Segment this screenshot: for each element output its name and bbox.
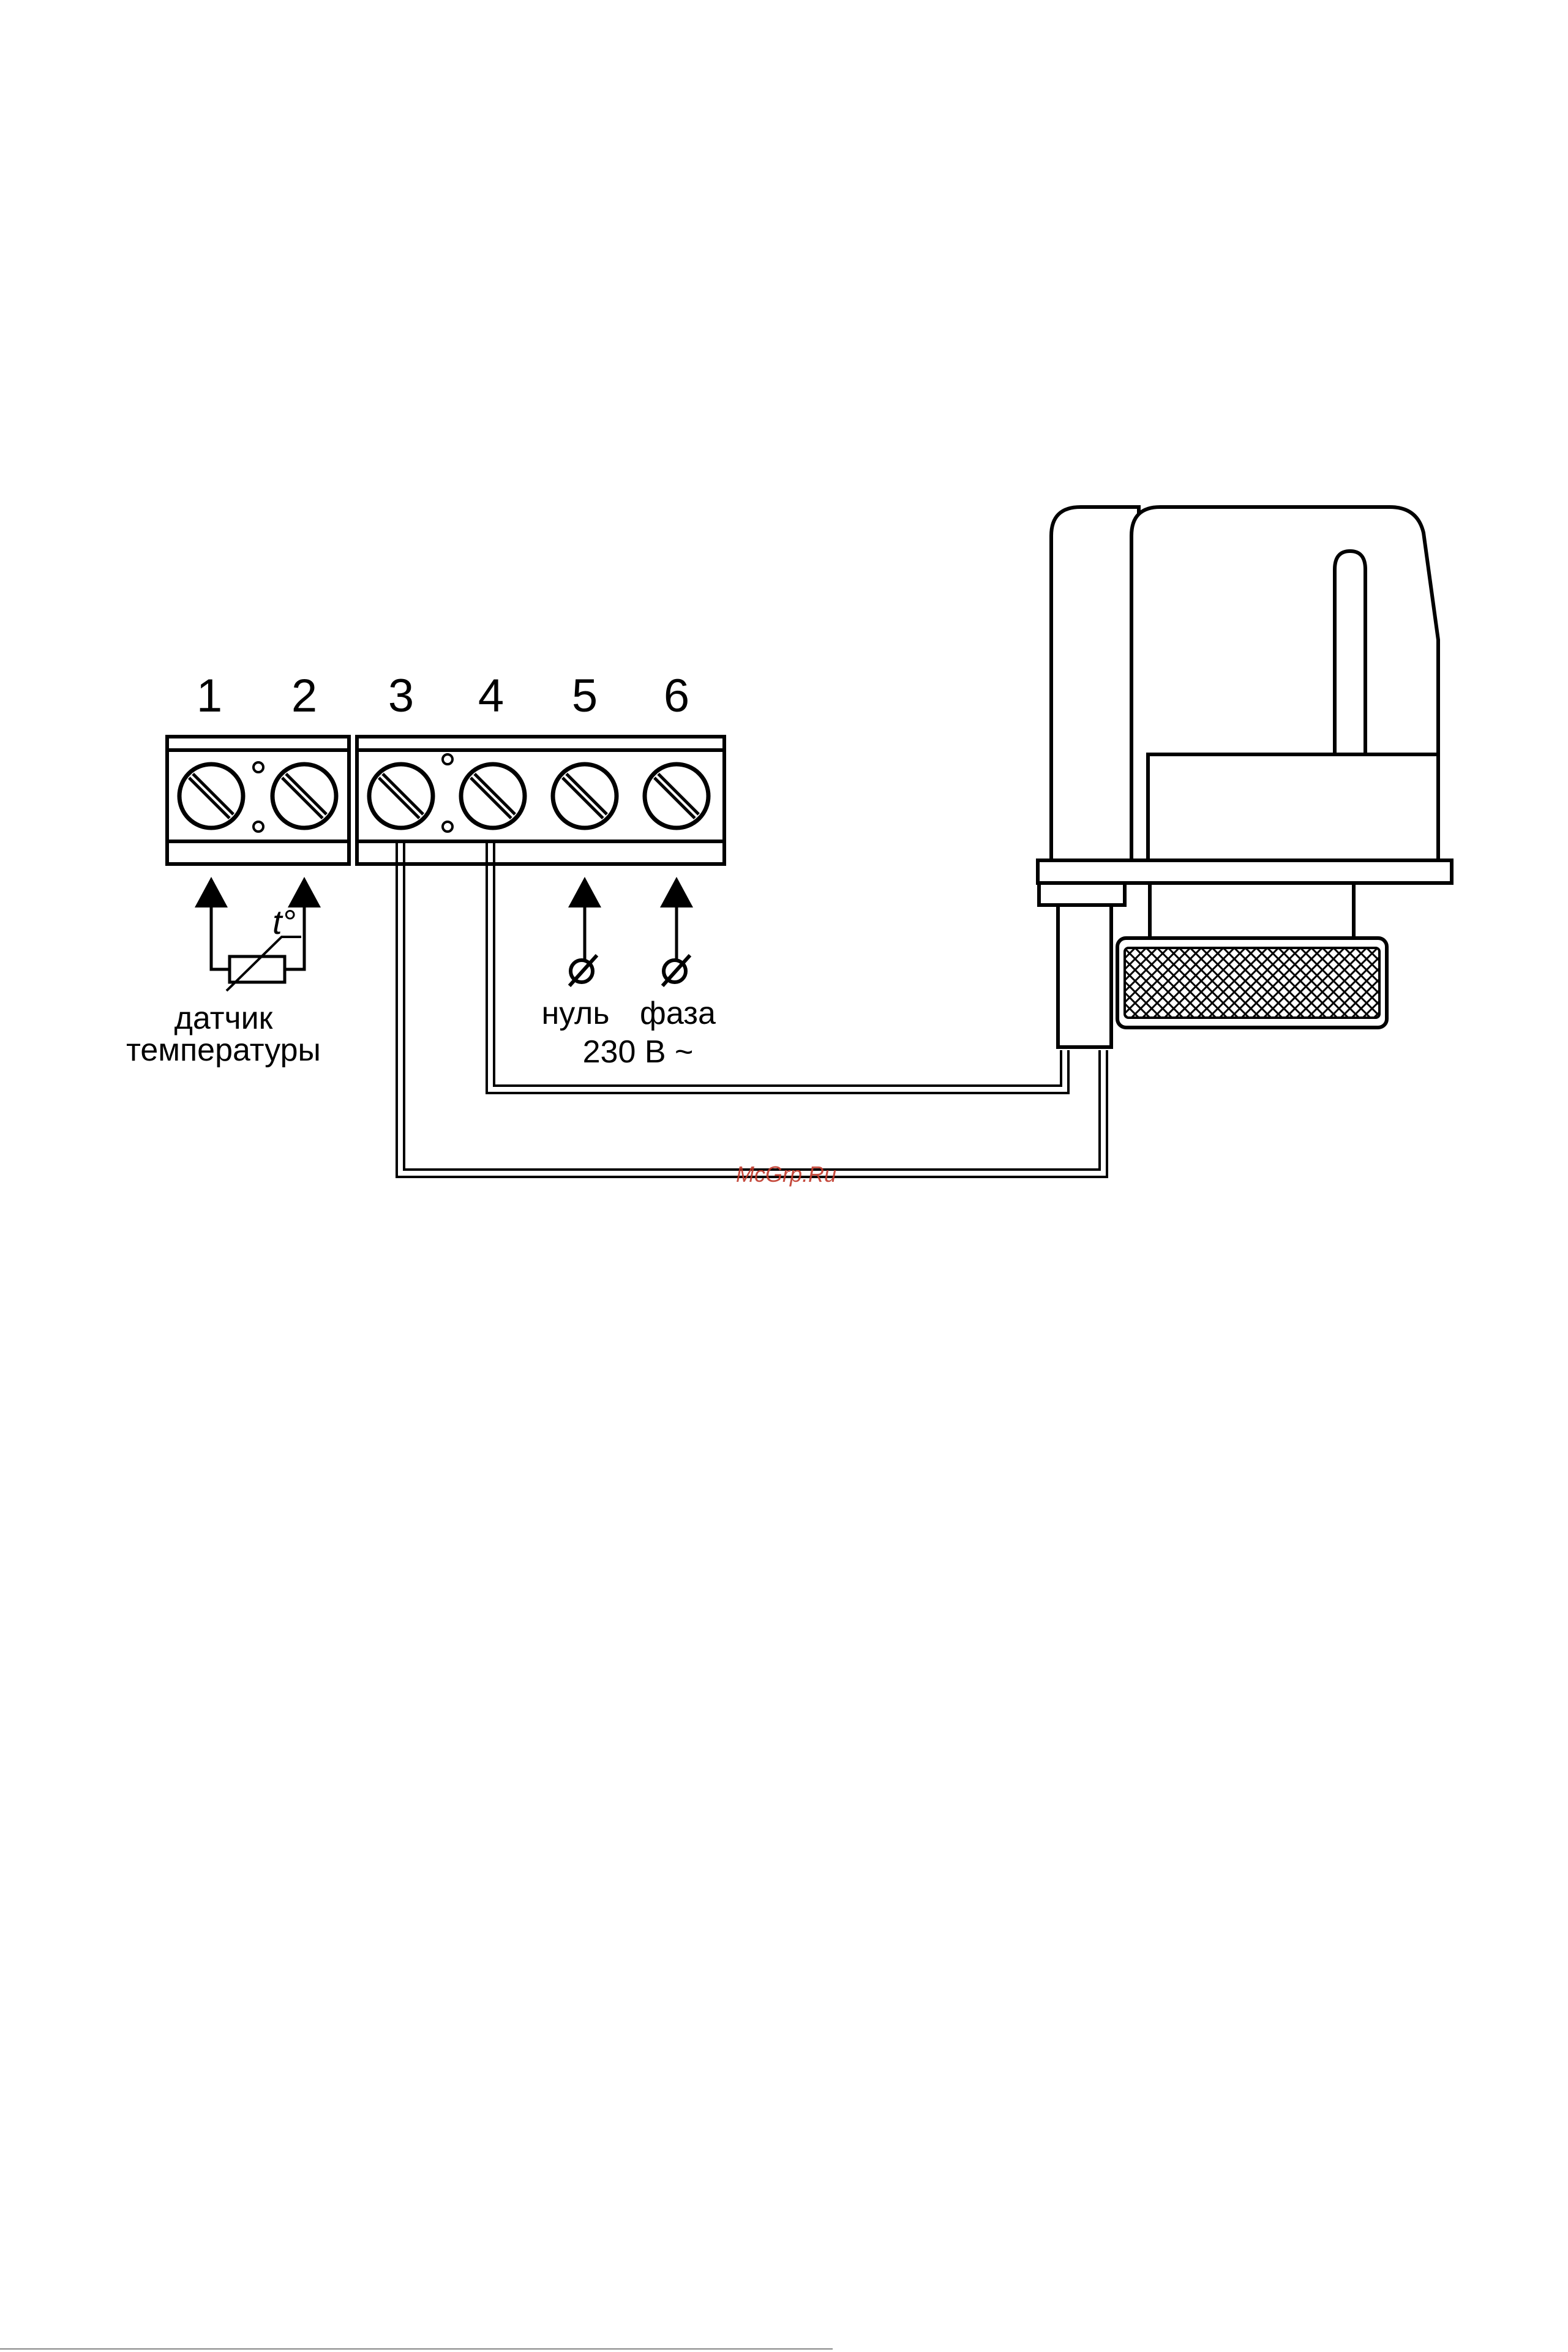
actuator-cable — [1058, 905, 1111, 1047]
actuator-label-panel — [1148, 754, 1438, 860]
watermark: McGrp.Ru — [736, 1162, 836, 1187]
sensor-symbol: t° — [272, 903, 296, 941]
position-indicator — [1335, 551, 1365, 754]
terminal-number-6: 6 — [664, 670, 689, 722]
power-supply: нуль фаза 230 В ~ — [541, 877, 716, 1070]
actuator-back-shell — [1051, 507, 1139, 860]
terminal-number-3: 3 — [388, 670, 414, 722]
arrow-terminal-1-icon — [195, 877, 228, 907]
phase-label: фаза — [640, 996, 716, 1031]
sensor-label-line1: датчик — [174, 1001, 273, 1036]
voltage-label: 230 В ~ — [583, 1034, 694, 1070]
screw-2 — [272, 764, 336, 828]
terminal-number-1: 1 — [197, 670, 222, 722]
arrow-terminal-5-icon — [568, 877, 601, 907]
terminal-number-5: 5 — [572, 670, 598, 722]
screw-3 — [369, 764, 433, 828]
actuator-neck — [1150, 883, 1354, 938]
wire-terminal-4 — [487, 841, 1068, 1093]
terminal-number-2: 2 — [291, 670, 317, 722]
cable-gland — [1039, 883, 1125, 905]
actuator — [1038, 507, 1452, 1047]
neutral-terminal-icon — [569, 955, 597, 986]
actuator-wires — [397, 841, 1107, 1177]
wire-terminal-3 — [397, 841, 1107, 1177]
sensor-label-line2: температуры — [126, 1032, 321, 1068]
sensor-circuit: t° датчик температуры — [126, 877, 321, 1068]
screw-4 — [461, 764, 525, 828]
screw-6 — [645, 764, 708, 828]
terminal-numbers: 1 2 3 4 5 6 — [197, 670, 689, 722]
actuator-base-flange — [1038, 860, 1452, 883]
neutral-label: нуль — [541, 996, 609, 1031]
phase-terminal-icon — [662, 955, 690, 986]
screw-1 — [179, 764, 243, 828]
arrow-terminal-6-icon — [660, 877, 693, 907]
terminal-number-4: 4 — [478, 670, 504, 722]
screw-5 — [553, 764, 617, 828]
